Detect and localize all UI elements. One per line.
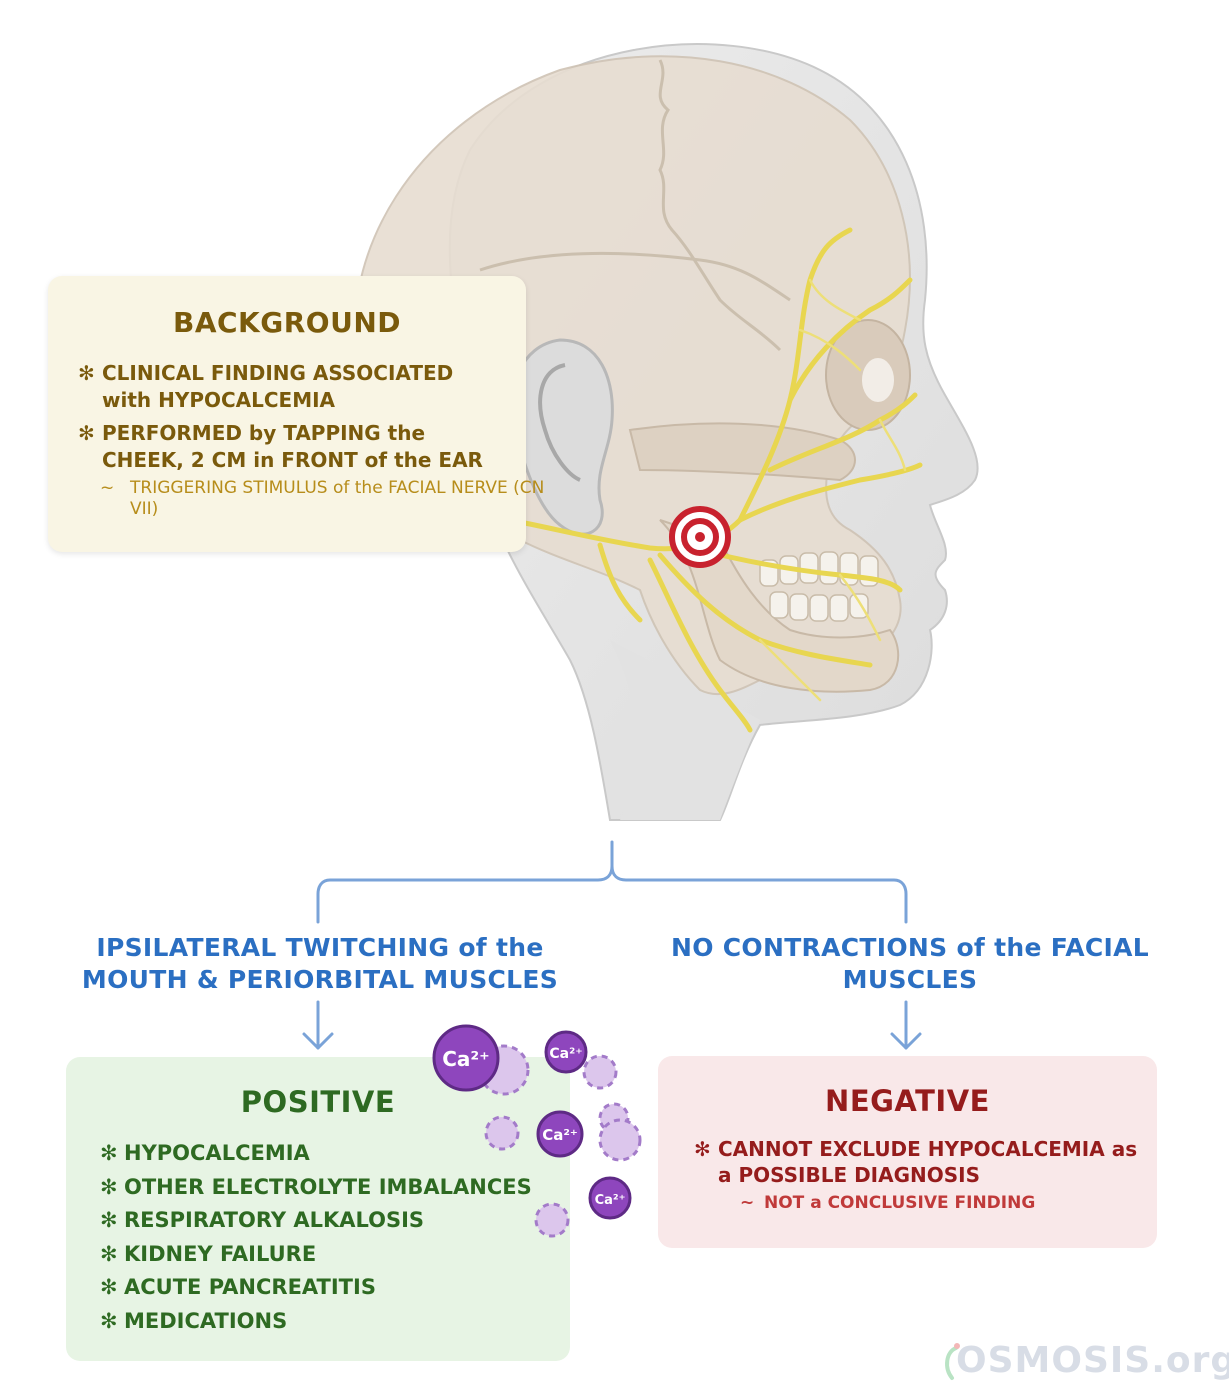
bullet-icon: ✻ <box>100 1275 118 1299</box>
list-item: ✻ACUTE PANCREATITIS <box>100 1271 560 1305</box>
facial-nerve-thin <box>758 278 907 702</box>
neck-shading <box>610 640 760 820</box>
bullet-icon: ✻ <box>100 1308 118 1333</box>
arrow-to-negative <box>890 1000 922 1050</box>
arrow-to-positive <box>302 1000 334 1050</box>
list-item: ✻KIDNEY FAILURE <box>100 1238 560 1272</box>
facial-nerve <box>517 227 923 733</box>
skull <box>353 55 911 696</box>
positive-card: POSITIVE ✻HYPOCALCEMIA ✻OTHER ELECTROLYT… <box>66 1057 570 1361</box>
logo-text: OSMOSIS.org <box>956 1340 1229 1381</box>
list-item: ✻ CANNOT EXCLUDE HYPOCALCEMIA as a POSSI… <box>694 1136 1144 1214</box>
list-item: ✻MEDICATIONS <box>100 1305 560 1339</box>
eye <box>862 358 894 402</box>
negative-card: NEGATIVE ✻ CANNOT EXCLUDE HYPOCALCEMIA a… <box>658 1056 1157 1248</box>
background-list: ✻ CLINICAL FINDING ASSOCIATED with HYPOC… <box>78 360 508 480</box>
mandible <box>659 519 900 693</box>
bullet-icon: ✻ <box>100 1208 118 1232</box>
tilde-bullet-icon: ~ <box>100 478 115 498</box>
list-item: ✻HYPOCALCEMIA <box>100 1137 560 1171</box>
list-item: ✻OTHER ELECTROLYTE IMBALANCES <box>100 1171 560 1205</box>
background-item: ✻ CLINICAL FINDING ASSOCIATED with HYPOC… <box>78 361 454 412</box>
bullet-icon: ✻ <box>78 361 95 385</box>
negative-subitem: ~ NOT a CONCLUSIVE FINDING <box>740 1193 1036 1213</box>
bullet-icon: ✻ <box>100 1241 118 1266</box>
background-item: ✻ PERFORMED by TAPPING the CHEEK, 2 CM i… <box>78 421 483 472</box>
zygomatic-arch <box>628 422 856 482</box>
negative-title: NEGATIVE <box>825 1084 990 1118</box>
branch-connector <box>316 840 908 924</box>
background-title: BACKGROUND <box>172 306 401 339</box>
bullet-icon: ✻ <box>100 1174 118 1199</box>
positive-list: ✻HYPOCALCEMIA ✻OTHER ELECTROLYTE IMBALAN… <box>100 1137 560 1338</box>
positive-finding-label: IPSILATERAL TWITCHING of the MOUTH & PER… <box>81 933 559 994</box>
negative-list: ✻ CANNOT EXCLUDE HYPOCALCEMIA as a POSSI… <box>694 1136 1144 1214</box>
list-item: ✻RESPIRATORY ALKALOSIS <box>100 1204 560 1238</box>
ear-inner <box>538 363 581 482</box>
tilde-bullet-icon: ~ <box>740 1193 755 1213</box>
logo-mark-icon <box>945 1343 960 1380</box>
tap-target-icon <box>669 506 731 568</box>
skull-suture <box>658 59 782 352</box>
skull-suture <box>479 251 791 302</box>
bullet-icon: ✻ <box>78 421 95 445</box>
osmosis-logo: OSMOSIS.org <box>940 1340 1229 1384</box>
background-subitem: ~ TRIGGERING STIMULUS of the FACIAL NERV… <box>100 478 545 519</box>
bullet-icon: ✻ <box>694 1137 711 1161</box>
bullet-icon: ✻ <box>100 1141 118 1165</box>
positive-title: POSITIVE <box>240 1085 396 1119</box>
negative-finding-label: NO CONTRACTIONS of the FACIAL MUSCLES <box>671 933 1149 994</box>
background-card: BACKGROUND ✻ CLINICAL FINDING ASSOCIATED… <box>48 276 544 552</box>
